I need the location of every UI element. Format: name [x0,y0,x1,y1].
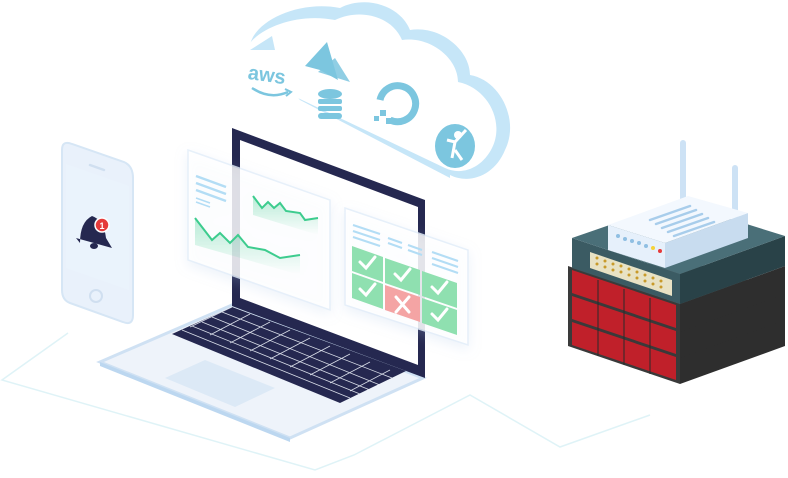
database-icon [318,89,342,119]
azure-logo-icon [305,42,350,82]
trackpad [165,360,275,407]
bell-icon [76,216,112,249]
chart-panel [187,148,331,312]
server-rack [568,140,785,384]
check-icon [430,280,449,296]
router [608,140,748,268]
keyboard [172,306,406,403]
aws-logo-icon: aws [247,62,293,97]
line-chart-icon [194,195,319,275]
antenna [680,140,686,215]
header-lines-icon [352,224,459,274]
digitalocean-logo-icon [374,82,420,126]
linode-logo-icon [435,124,475,168]
text-lines-icon [195,174,227,208]
antenna [732,165,738,220]
status-grid-panel [344,206,469,347]
check-icon [358,282,377,298]
aws-logo-text: aws [247,62,288,89]
check-icon [393,267,412,283]
router-status-leds [616,234,662,253]
status-grid [352,246,457,335]
notification-badge: 1 [94,217,110,233]
phone: 1 [61,141,134,325]
check-icon [358,255,377,271]
notification-count: 1 [99,221,104,231]
check-icon [430,307,449,323]
